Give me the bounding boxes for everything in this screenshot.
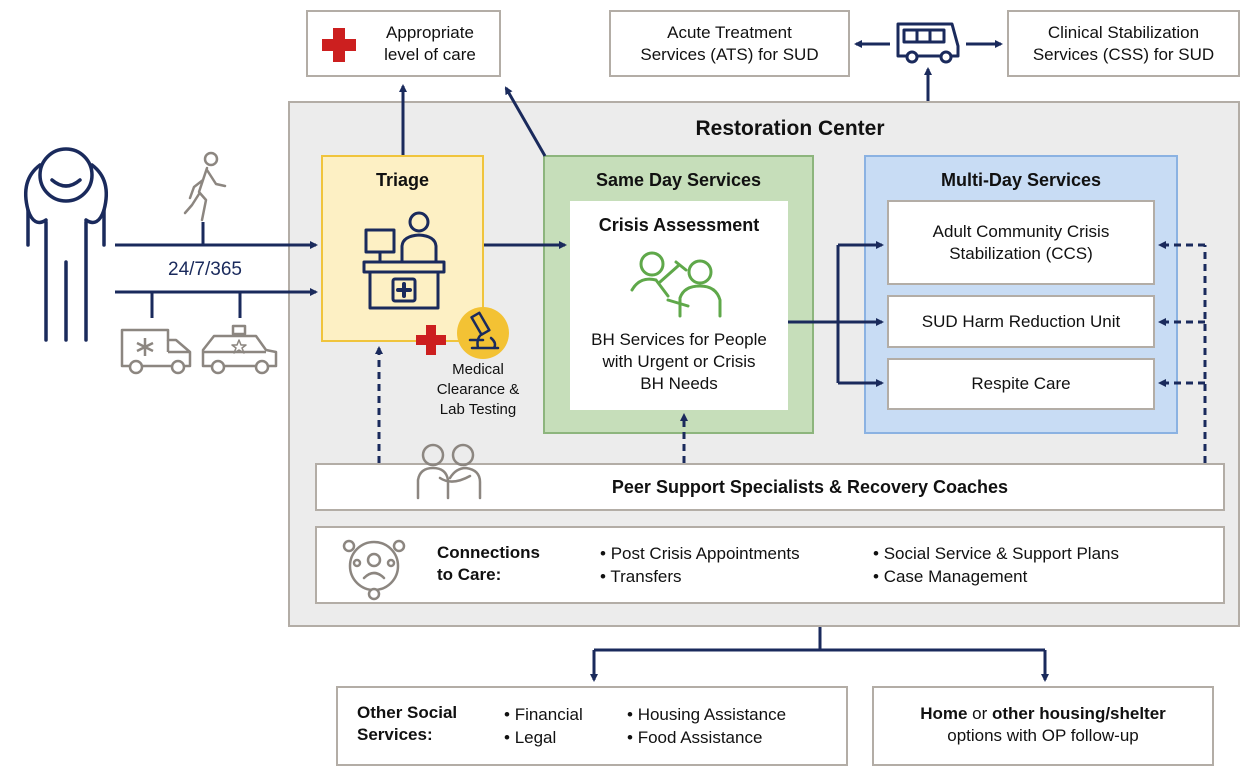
other-social-label: Other Social Services:: [357, 702, 487, 750]
connections-item: Case Management: [873, 565, 1119, 588]
hours-label: 24/7/365: [168, 259, 242, 280]
microscope-icon: [457, 307, 509, 359]
multi-day-item-respite: Respite Care: [887, 358, 1155, 410]
ambulance-icon: [120, 328, 192, 375]
sameday-to-care-arrow: [504, 86, 547, 157]
crisis-assessment-text: BH Services for People with Urgent or Cr…: [591, 330, 767, 393]
connections-list-1: Post Crisis Appointments Transfers: [600, 542, 800, 588]
home-label: Home or other housing/shelter options wi…: [872, 703, 1214, 747]
connections-label-line1: Connections: [437, 543, 540, 562]
multi-day-title: Multi-Day Services: [940, 169, 1102, 190]
social-item: Food Assistance: [627, 726, 786, 749]
red-cross-icon: [322, 28, 356, 62]
network-icon: [342, 539, 406, 601]
connections-item: Social Service & Support Plans: [873, 542, 1119, 565]
home-bold-2: other housing/shelter: [992, 704, 1166, 723]
peer-support-icon: [416, 443, 482, 500]
connections-label-line2: to Care:: [437, 565, 502, 584]
home-connector: or: [967, 704, 992, 723]
peer-support-label: Peer Support Specialists & Recovery Coac…: [611, 476, 1009, 497]
peer-support-bar: [315, 463, 1225, 511]
connections-list-2: Social Service & Support Plans Case Mana…: [873, 542, 1119, 588]
walking-person-icon: [183, 151, 227, 222]
transport-van-icon: [896, 22, 960, 64]
home-line-2: options with OP follow-up: [947, 726, 1139, 745]
triage-panel: [321, 155, 484, 342]
crisis-assessment-title: Crisis Assessment: [598, 214, 760, 235]
home-bold-1: Home: [920, 704, 968, 723]
medical-cross-icon: [416, 325, 446, 355]
appropriate-care-label: Appropriate level of care: [384, 23, 476, 64]
multi-day-item-ccs: Adult Community Crisis Stabilization (CC…: [887, 200, 1155, 285]
medical-clearance-label: Medical Clearance & Lab Testing: [436, 361, 520, 418]
other-social-label-line1: Other Social: [357, 703, 458, 722]
css-box: Clinical Stabilization Services (CSS) fo…: [1007, 10, 1240, 77]
other-social-label-line2: Services:: [357, 725, 433, 744]
triage-desk-icon: [362, 211, 446, 310]
distressed-person-icon: [24, 147, 108, 342]
restoration-center-title: Restoration Center: [695, 117, 885, 140]
ats-box: Acute Treatment Services (ATS) for SUD: [609, 10, 850, 77]
social-item: Legal: [504, 726, 583, 749]
triage-title: Triage: [375, 169, 430, 190]
multi-day-item-sud: SUD Harm Reduction Unit: [887, 295, 1155, 348]
social-list-1: Financial Legal: [504, 703, 583, 749]
police-car-icon: [201, 324, 278, 375]
home-box: [872, 686, 1214, 766]
social-item: Financial: [504, 703, 583, 726]
social-item: Housing Assistance: [627, 703, 786, 726]
connections-label: Connections to Care:: [437, 542, 577, 590]
connections-item: Transfers: [600, 565, 800, 588]
connections-item: Post Crisis Appointments: [600, 542, 800, 565]
social-list-2: Housing Assistance Food Assistance: [627, 703, 786, 749]
counseling-icon: [630, 251, 722, 318]
same-day-title: Same Day Services: [595, 169, 762, 190]
